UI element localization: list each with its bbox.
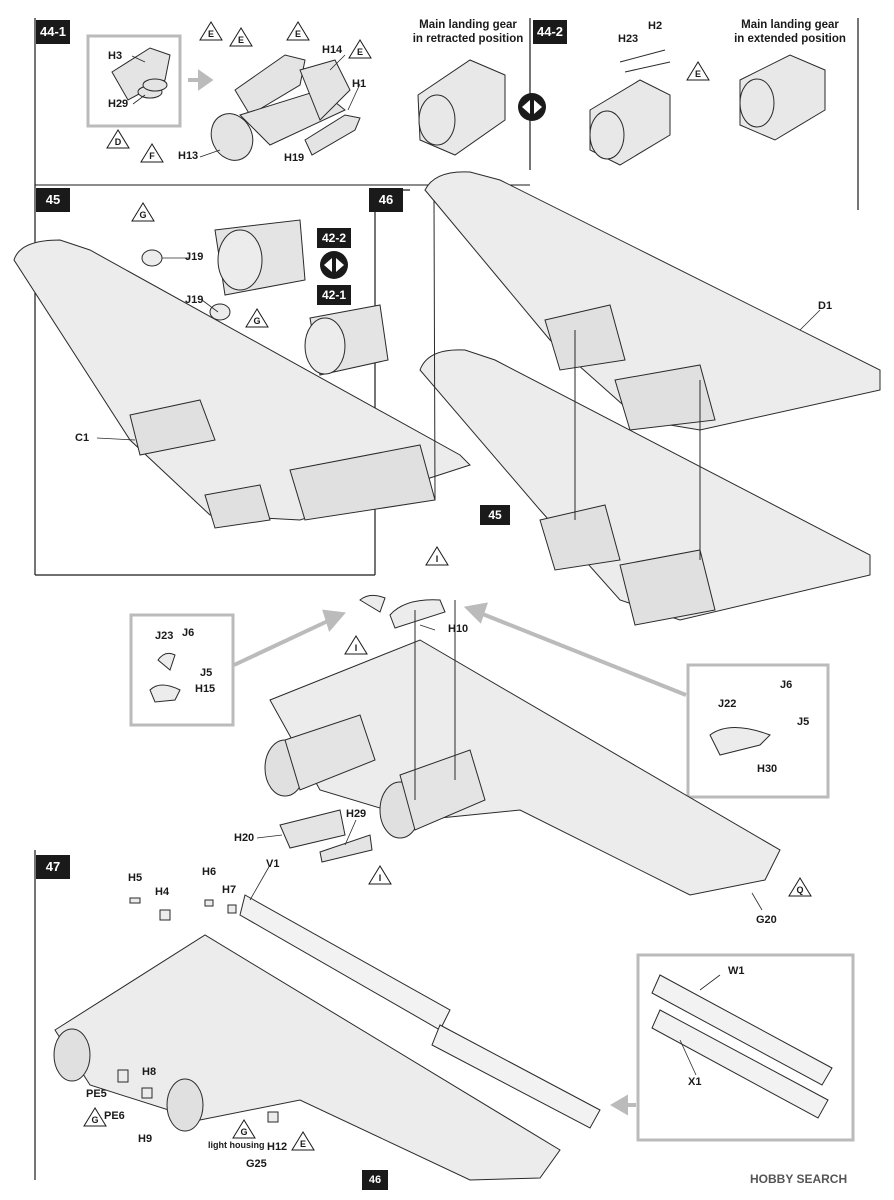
center-wing-assembly [149, 594, 781, 896]
part-label-h9: H9 [138, 1133, 153, 1145]
part-label-h3: H3 [108, 50, 123, 62]
part-label-x1: X1 [688, 1076, 702, 1088]
part-label-pe5: PE5 [86, 1088, 107, 1100]
part-label-h19: H19 [284, 152, 305, 164]
step-46-wings [419, 171, 881, 626]
marker-i: I [378, 873, 382, 883]
marker-e: E [356, 47, 363, 57]
part-label-h7: H7 [222, 884, 237, 896]
ref-42-2-badge: 42-2 [317, 228, 351, 248]
part-label-j5-a: J5 [200, 667, 213, 679]
part-label-d1: D1 [818, 300, 833, 312]
marker-e: E [694, 69, 701, 79]
retracted-caption-line2: in retracted position [412, 33, 524, 45]
part-label-h30: H30 [757, 763, 778, 775]
step-47-badge: 47 [36, 855, 70, 879]
part-label-j23: J23 [155, 630, 174, 642]
part-label-h14: H14 [322, 44, 343, 56]
part-label-h5: H5 [128, 872, 143, 884]
step-44-1-badge: 44-1 [36, 20, 70, 44]
extended-caption-line1: Main landing gear [741, 19, 839, 31]
step-44-2-art [417, 49, 826, 166]
extended-caption: Main landing gear in extended position [730, 18, 850, 46]
part-label-c1: C1 [75, 432, 90, 444]
step-44-2-badge: 44-2 [533, 20, 567, 44]
part-label-j6-b: J6 [780, 679, 793, 691]
part-label-h29: H29 [108, 98, 129, 110]
part-label-h8: H8 [142, 1066, 157, 1078]
marker-q: Q [796, 885, 804, 895]
watermark: HOBBY SEARCH [750, 1172, 848, 1186]
leader-lines [96, 54, 821, 1076]
part-label-j19-b: J19 [185, 294, 204, 306]
part-label-h29-b: H29 [346, 808, 367, 820]
part-label-h15: H15 [195, 683, 216, 695]
marker-i: I [435, 554, 439, 564]
step-47-assembly [53, 894, 833, 1181]
marker-e: E [207, 29, 214, 39]
step-45-badge: 45 [36, 188, 70, 212]
marker-g: G [253, 316, 261, 326]
step-45-wing [13, 219, 471, 529]
marker-f: F [149, 151, 155, 161]
marker-g: G [240, 1127, 248, 1137]
part-label-pe6: PE6 [104, 1110, 125, 1122]
retracted-caption: Main landing gear in retracted position [408, 18, 528, 46]
inset-boxes [86, 34, 855, 1142]
retracted-caption-line1: Main landing gear [419, 19, 517, 31]
arrow-icon [188, 69, 687, 1116]
part-label-j6-a: J6 [182, 627, 195, 639]
step-46-badge: 46 [369, 188, 403, 212]
part-label-g25: G25 [246, 1158, 267, 1170]
part-label-h6: H6 [202, 866, 217, 878]
part-label-j19-a: J19 [185, 251, 204, 263]
marker-g: G [91, 1115, 99, 1125]
extended-caption-line2: in extended position [734, 33, 846, 45]
marker-i: I [354, 643, 358, 653]
part-label-h20: H20 [234, 832, 255, 844]
swap-icon [320, 93, 546, 279]
part-label-j5-b: J5 [797, 716, 810, 728]
part-label-v1: V1 [266, 858, 280, 870]
part-label-h13: H13 [178, 150, 199, 162]
part-label-w1: W1 [728, 965, 745, 977]
marker-e: E [294, 29, 301, 39]
part-label-h10: H10 [448, 623, 469, 635]
step-44-1-art [111, 47, 361, 161]
marker-e: E [299, 1139, 306, 1149]
ref-45-badge: 45 [480, 505, 510, 525]
triangle-marker-icon [83, 21, 812, 1151]
marker-e: E [237, 35, 244, 45]
marker-d: D [114, 137, 122, 147]
ref-42-1-badge: 42-1 [317, 285, 351, 305]
marker-g: G [139, 210, 147, 220]
part-label-h1: H1 [352, 78, 367, 90]
page-number: 46 [362, 1170, 388, 1190]
part-label-h12: H12 [267, 1141, 288, 1153]
part-label-h4: H4 [155, 886, 170, 898]
part-label-g20: G20 [756, 914, 777, 926]
light-housing-note: light housing [208, 1140, 265, 1150]
part-label-h23: H23 [618, 33, 639, 45]
part-label-j22: J22 [718, 698, 737, 710]
part-label-h2: H2 [648, 20, 663, 32]
